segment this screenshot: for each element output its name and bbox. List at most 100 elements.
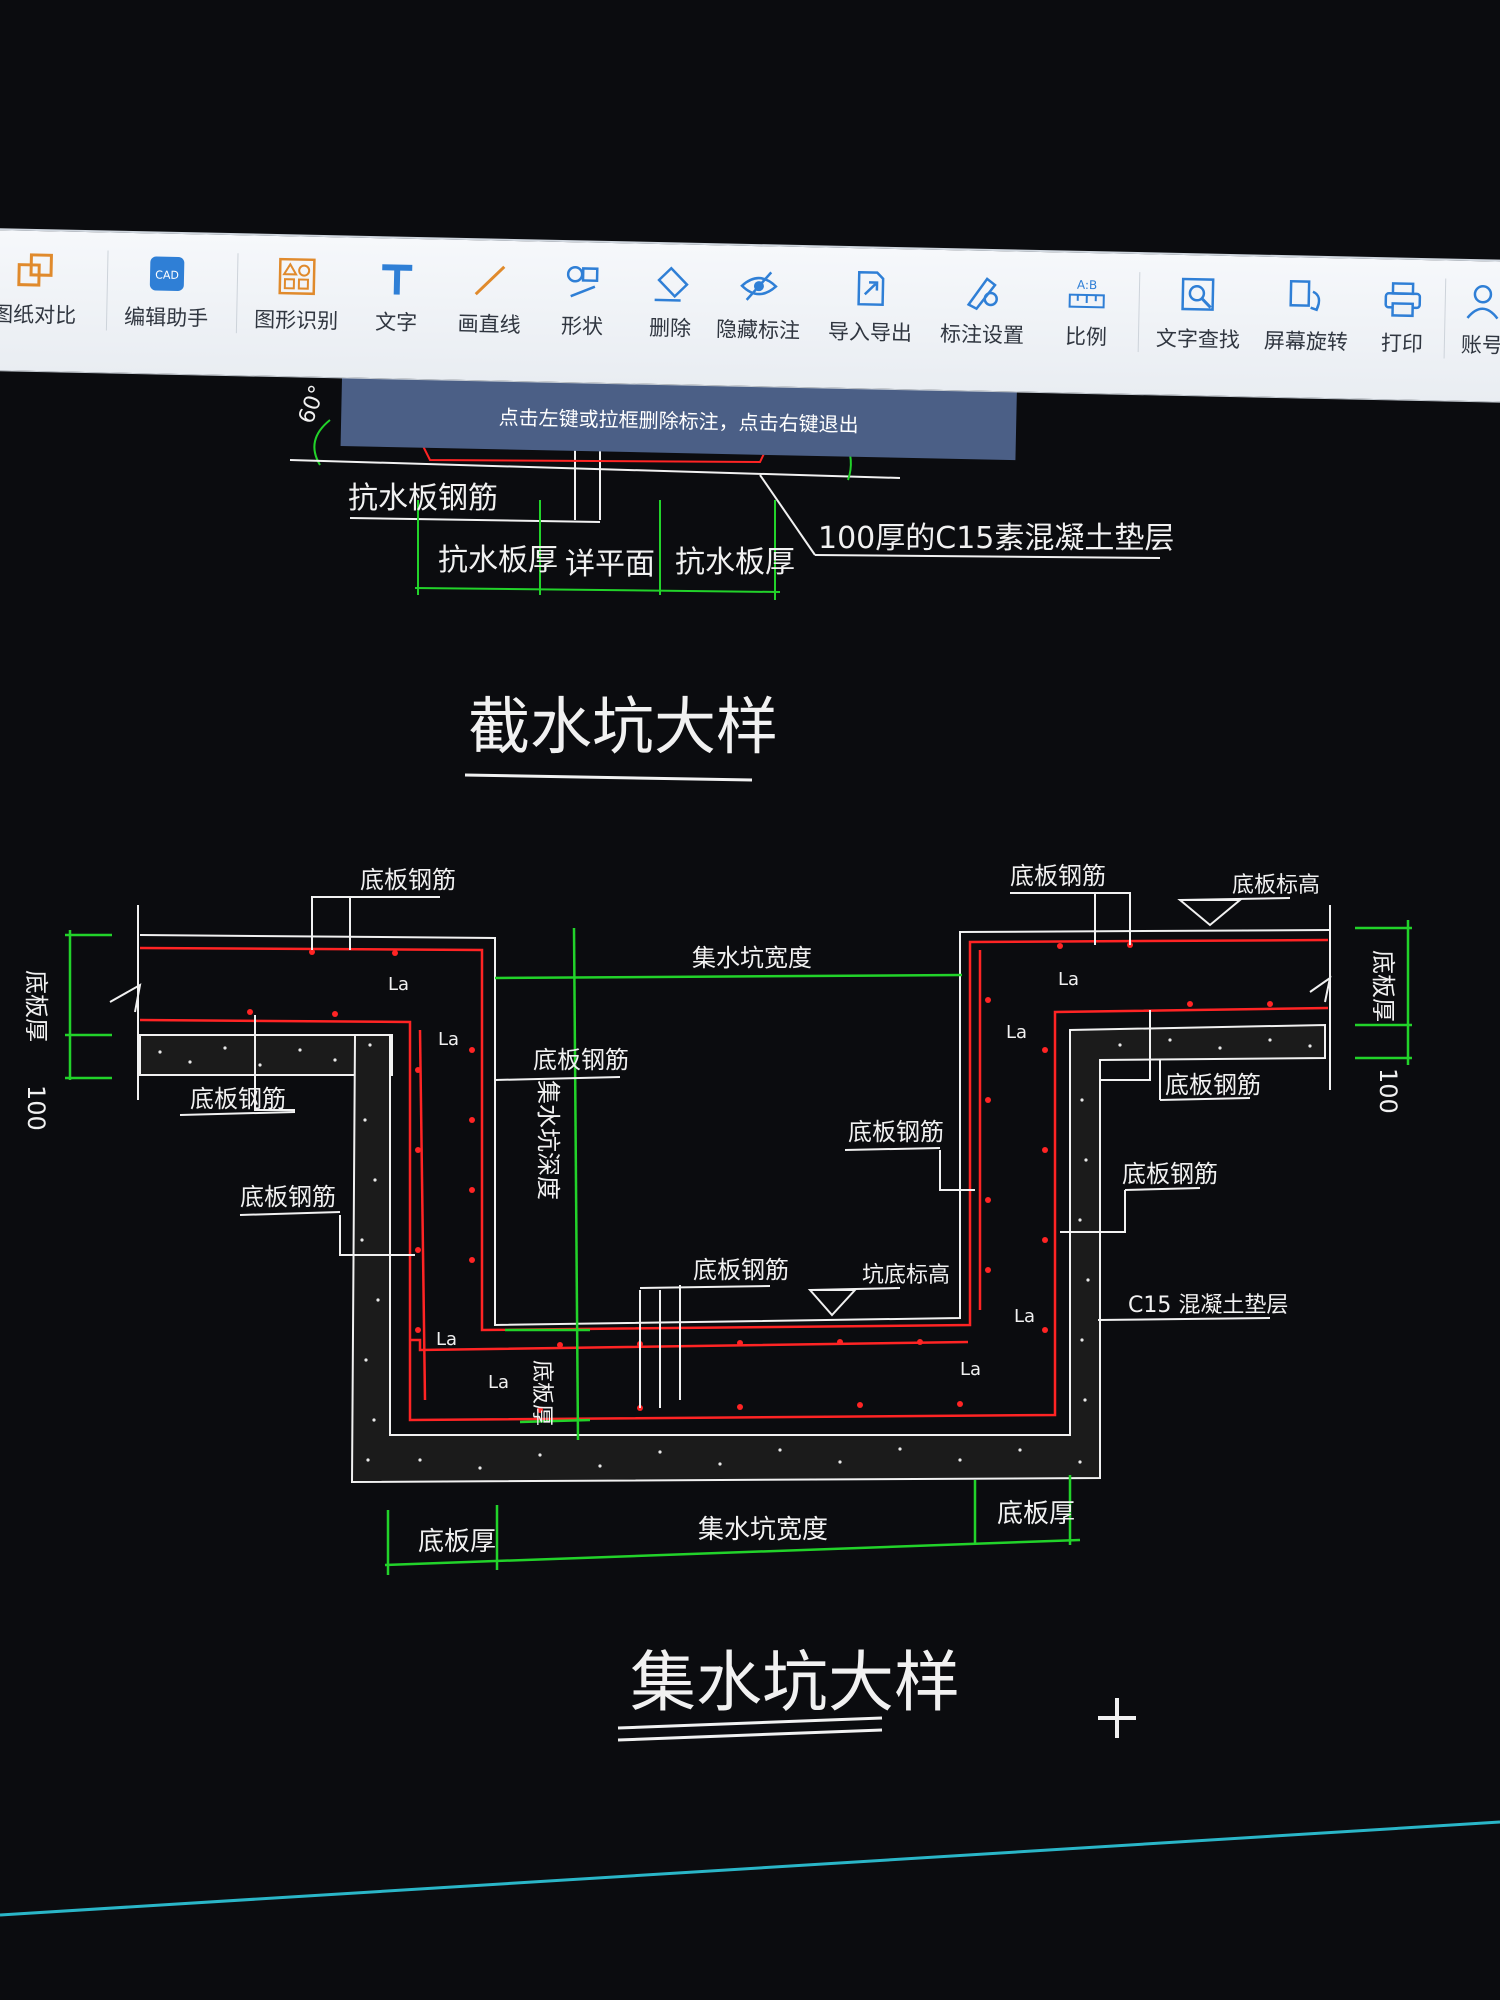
text-search-icon [1176,273,1221,318]
label-pit-width: 集水坑宽度 [692,944,812,972]
label-slab-thickness: 底板厚 [22,970,50,1042]
label-rebar: 底板钢筋 [848,1118,944,1146]
rebar-dots [247,942,1273,1413]
angle-label: 60° [294,382,331,427]
toolbar: 图纸对比 CAD 编辑助手 图形识别 文字 画直线 形状 删除 [0,228,1500,404]
tool-shape[interactable]: 形状 [536,251,630,353]
tool-label: 删除 [648,315,692,341]
label-pit-elevation: 坑底标高 [862,1263,950,1288]
dimension-lines [65,920,1412,1575]
tool-compare-sheets[interactable]: 图纸对比 [0,240,82,342]
label-slab-thickness: 底板厚 [997,1499,1075,1529]
tool-label: 比例 [1064,324,1108,350]
shape-recognize-icon [275,254,320,299]
tool-hide-annotation[interactable]: 隐藏标注 [711,255,805,357]
tool-label: 形状 [560,313,604,339]
dim-label-mid: 详平面 [565,547,655,582]
rebar-lines [139,938,1329,1422]
tool-cad-assistant[interactable]: CAD 编辑助手 [120,243,214,345]
tool-account[interactable]: 账号 [1435,270,1500,372]
label-rebar: 底板钢筋 [1165,1071,1261,1099]
tool-text-search[interactable]: 文字查找 [1151,264,1245,366]
cushion-dots [158,1038,1312,1470]
label-rebar: 底板钢筋 [1010,862,1106,890]
tool-label: 账号 [1460,332,1500,358]
label-slab-thickness: 底板厚 [529,1360,554,1426]
tool-label: 文字 [374,310,418,335]
dim-label-left: 抗水板厚 [438,543,558,578]
tool-screen-rotate[interactable]: 屏幕旋转 [1259,267,1353,369]
tool-import-export[interactable]: 导入导出 [823,258,917,360]
eye-hide-icon [736,264,781,309]
printer-icon [1380,277,1425,322]
label-anchor: La [1058,969,1079,990]
svg-text:CAD: CAD [155,268,179,281]
label-floor-elevation: 底板标高 [1232,873,1320,898]
crosshair-cursor-icon [1098,1698,1136,1738]
tool-label: 文字查找 [1155,326,1241,353]
dim-label-right: 抗水板厚 [675,545,795,580]
concrete-cushion [139,1034,393,1076]
annotation-settings-icon [960,268,1005,313]
tool-label: 画直线 [457,311,521,338]
tool-label: 图形识别 [253,307,339,334]
rebar-label: 抗水板钢筋 [348,481,498,516]
title-double-underline [617,1728,883,1742]
toolbar-divider [1137,272,1141,353]
label-rebar: 底板钢筋 [360,866,456,894]
toolbar-divider [105,250,109,331]
label-anchor: La [1014,1306,1035,1327]
tool-scale[interactable]: A:B 比例 [1039,262,1133,364]
tool-label: 屏幕旋转 [1263,328,1349,355]
toolbar-divider [235,253,239,334]
label-dimension-100: 100 [22,1085,50,1131]
label-anchor: La [488,1372,509,1393]
title-intercept-pit: 截水坑大样 [468,690,778,763]
label-pit-depth: 集水坑深度 [534,1080,562,1200]
title-double-underline [617,1716,883,1730]
label-anchor: La [438,1029,459,1050]
label-anchor: La [436,1329,457,1350]
title-sump-pit: 集水坑大样 [630,1644,960,1721]
tool-shape-recognize[interactable]: 图形识别 [250,245,344,347]
tool-label: 导入导出 [827,319,913,346]
label-rebar: 底板钢筋 [693,1256,789,1284]
scale-ruler-icon: A:B [1064,271,1109,316]
compare-sheets-icon [13,248,58,293]
text-icon [375,256,420,301]
label-dimension-100: 100 [1374,1068,1402,1114]
label-cushion: C15 混凝土垫层 [1128,1293,1288,1318]
leader-lines [179,892,1291,1408]
label-anchor: La [960,1359,981,1380]
tool-annotation-settings[interactable]: 标注设置 [935,260,1029,362]
title-underline [464,773,753,782]
svg-text:A:B: A:B [1077,278,1098,292]
label-anchor: La [388,974,409,995]
eraser-icon [649,262,694,307]
label-slab-thickness: 底板厚 [1369,950,1397,1022]
label-pit-width: 集水坑宽度 [698,1515,828,1545]
sump-pit-detail [65,892,1412,1575]
import-export-icon [848,266,893,311]
cushion-label: 100厚的C15素混凝土垫层 [818,521,1174,556]
tool-label: 图纸对比 [0,302,77,328]
account-icon [1460,279,1500,324]
tool-label: 标注设置 [939,321,1025,348]
axis-line [0,1820,1500,1917]
shape-icon [561,260,606,305]
tool-delete[interactable]: 删除 [624,253,718,355]
tool-text[interactable]: 文字 [350,248,444,350]
label-rebar: 底板钢筋 [240,1183,336,1211]
label-rebar: 底板钢筋 [533,1046,629,1074]
tool-label: 编辑助手 [123,304,209,331]
tool-label: 打印 [1380,331,1424,357]
tool-draw-line[interactable]: 画直线 [443,250,537,352]
line-icon [468,258,513,303]
tool-print[interactable]: 打印 [1355,269,1449,371]
label-slab-thickness: 底板厚 [418,1527,496,1557]
screen-rotate-icon [1284,275,1329,320]
label-rebar: 底板钢筋 [190,1085,286,1113]
label-rebar: 底板钢筋 [1122,1160,1218,1188]
label-anchor: La [1006,1022,1027,1043]
